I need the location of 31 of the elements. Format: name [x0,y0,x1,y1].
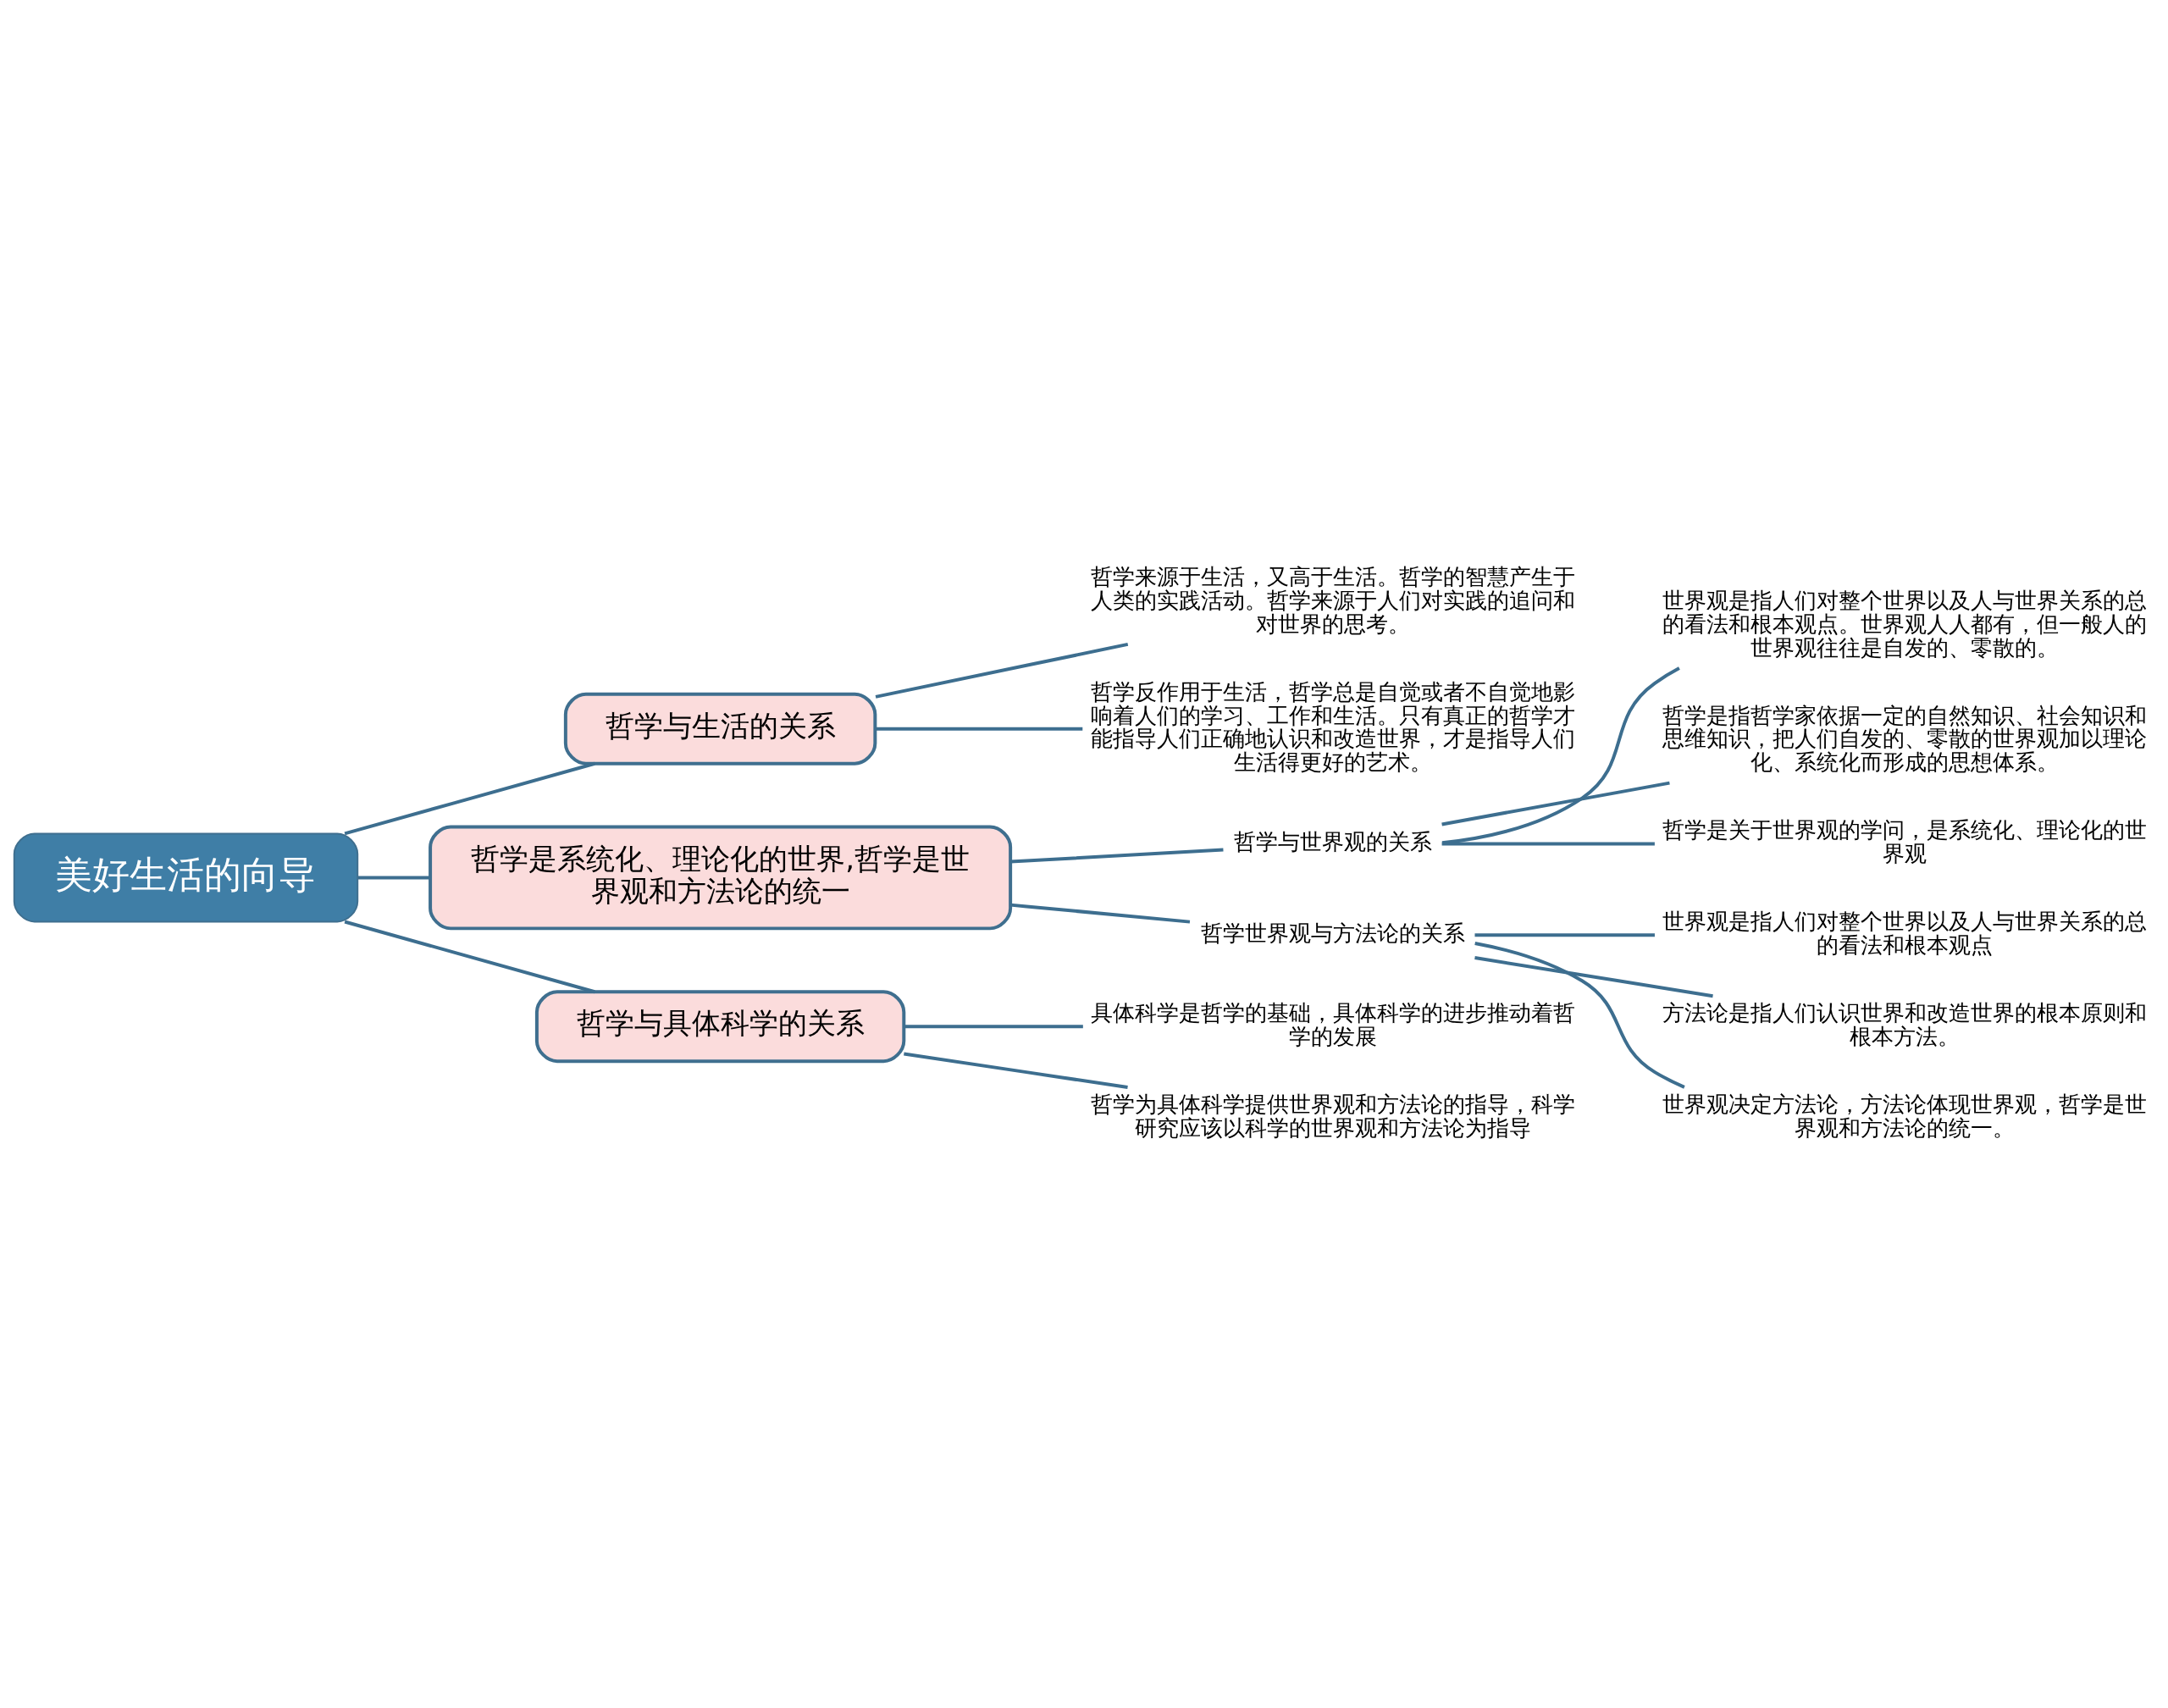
node-box: 哲学与具体科学的关系 [534,990,906,1064]
connector [904,1052,1128,1090]
connector [1474,933,1655,937]
node-text: 哲学来源于生活，又高于生活。哲学的智慧产生于人类的实践活动。哲学来源于人们对实践的追问和对世界的思考。 [1090,563,1575,637]
connector [1010,848,1224,864]
connector [1441,842,1655,846]
connector [344,920,595,994]
node-text: 世界观是指人们对整个世界以及人与世界关系的总的看法和根本观点。世界观人人都有，但一般人的世界观往往是自发的、零散的。 [1662,587,2147,661]
connector [357,876,430,880]
node-text: 哲学反作用于生活，哲学总是自觉或者不自觉地影响着人们的学习、工作和生活。只有真正的哲学才能指导人们正确地认识和改造世界，才是指导人们生活得更好的艺术。 [1090,678,1575,776]
connector [904,1025,1083,1029]
node-text: 具体科学是哲学的基础，具体科学的进步推动着哲学的发展 [1090,1000,1575,1049]
node-text: 哲学是关于世界观的学问，是系统化、理论化的世界观 [1662,817,2147,867]
node-text: 世界观是指人们对整个世界以及人与世界关系的总的看法和根本观点 [1662,909,2147,959]
node-text: 哲学世界观与方法论的关系 [1200,920,1465,947]
node-box: 美好生活的向导 [13,832,359,923]
node-text: 哲学是指哲学家依据一定的自然知识、社会知识和思维知识，把人们自发的、零散的世界观加以理论化、系统化而形成的思想体系。 [1662,702,2147,776]
connector [1474,942,1685,1089]
node-text: 哲学为具体科学提供世界观和方法论的指导，科学研究应该以科学的世界观和方法论为指导 [1090,1091,1575,1141]
node-box: 哲学是系统化、理论化的世界,哲学是世界观和方法论的统一 [429,825,1013,931]
connector [875,642,1129,699]
connector [1441,666,1680,845]
connector [344,761,595,836]
connector [1474,956,1713,998]
node-box: 哲学与生活的关系 [563,692,877,766]
connector [1441,781,1670,826]
connector [876,727,1083,731]
node-text: 方法论是指人们认识世界和改造世界的根本原则和根本方法。 [1662,1000,2147,1049]
connector [1009,903,1191,924]
node-text: 世界观决定方法论，方法论体现世界观，哲学是世界观和方法论的统一。 [1662,1091,2147,1141]
node-text: 哲学与世界观的关系 [1233,829,1432,855]
